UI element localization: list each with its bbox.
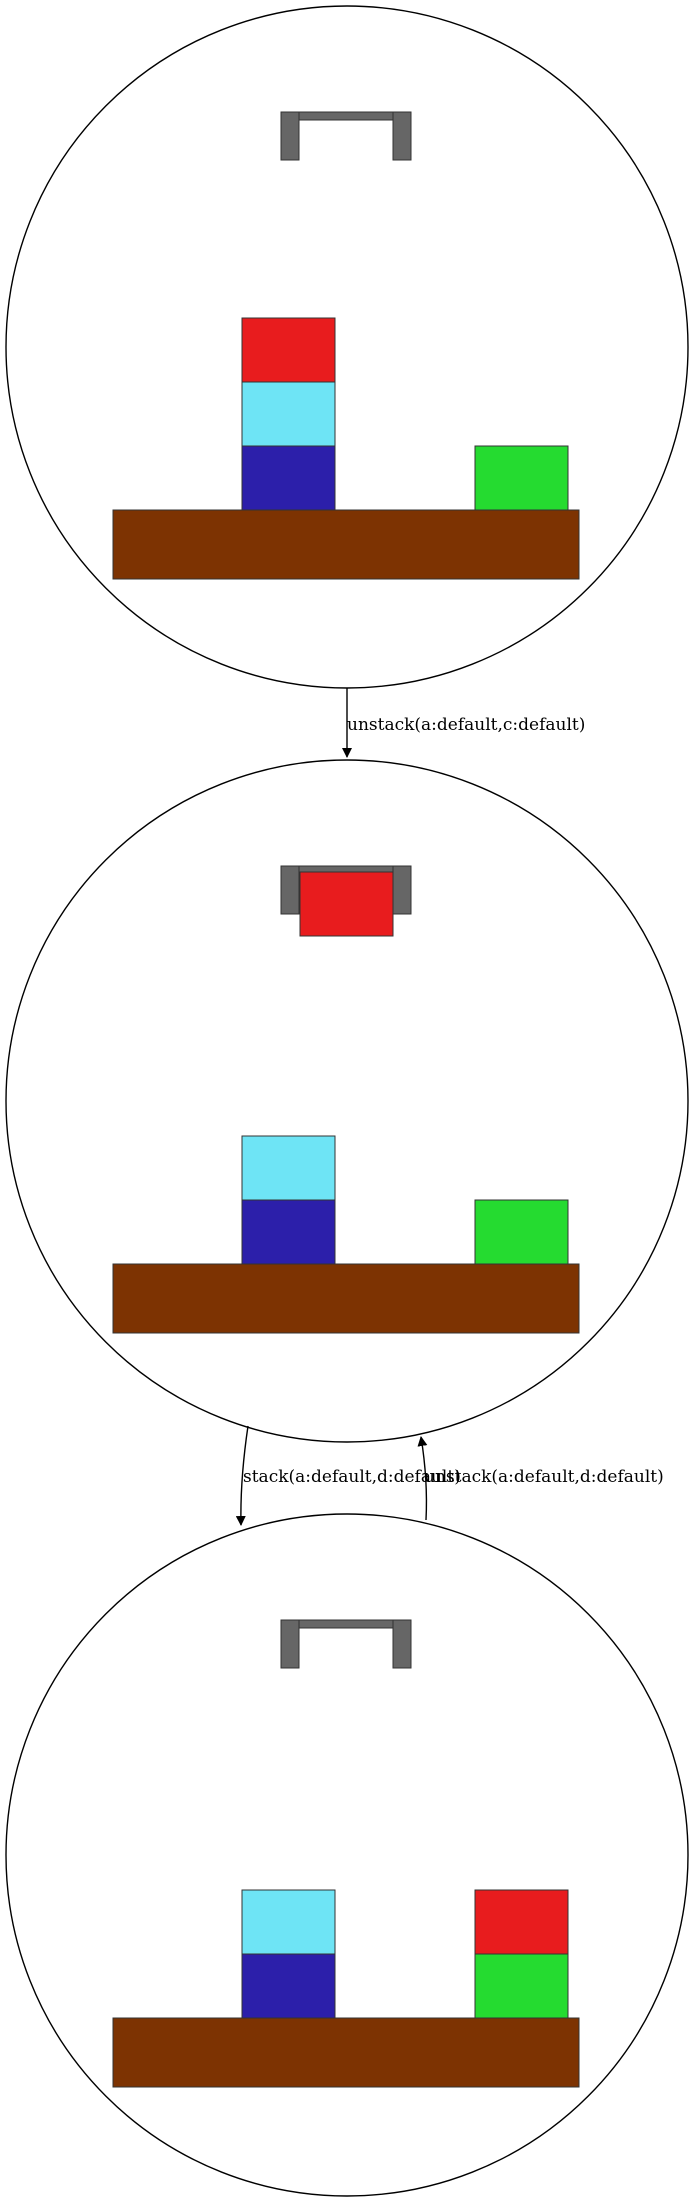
gripper-finger-right [392, 865, 412, 915]
state-circle [5, 759, 689, 1443]
gripper-finger-left [280, 111, 300, 161]
edge-unstack-a-c: unstack(a:default,c:default) [342, 688, 585, 758]
edge-stack-a-d: stack(a:default,d:default) [235, 1425, 461, 1526]
state-node-2 [5, 759, 689, 1443]
state-node-1 [5, 5, 689, 689]
edge-arrow [235, 1425, 249, 1526]
block-green [474, 1199, 569, 1265]
block-cyan [241, 1889, 336, 1955]
table [112, 2017, 580, 2088]
block-red [474, 1889, 569, 1955]
block-red [241, 317, 336, 383]
edge-arrow [417, 1436, 428, 1521]
gripper [280, 111, 412, 161]
block-red-held [299, 871, 394, 937]
table [112, 509, 580, 580]
table [112, 1263, 580, 1334]
block-blue [241, 445, 336, 511]
block-cyan [241, 1135, 336, 1201]
block-blue [241, 1199, 336, 1265]
gripper-finger-right [392, 1619, 412, 1669]
gripper-finger-right [392, 111, 412, 161]
edge-label: stack(a:default,d:default) [243, 1467, 461, 1487]
edge-label: unstack(a:default,d:default) [424, 1467, 664, 1487]
edge-unstack-a-d: unstack(a:default,d:default) [417, 1436, 664, 1521]
block-green [474, 1953, 569, 2019]
block-blue [241, 1953, 336, 2019]
block-cyan [241, 381, 336, 447]
gripper-bar [280, 111, 412, 121]
block-green [474, 445, 569, 511]
gripper-finger-left [280, 1619, 300, 1669]
state-node-3 [5, 1513, 689, 2197]
gripper [280, 1619, 412, 1669]
state-circle [5, 1513, 689, 2197]
gripper-finger-left [280, 865, 300, 915]
edge-label: unstack(a:default,c:default) [347, 715, 585, 735]
state-circle [5, 5, 689, 689]
gripper-bar [280, 1619, 412, 1629]
